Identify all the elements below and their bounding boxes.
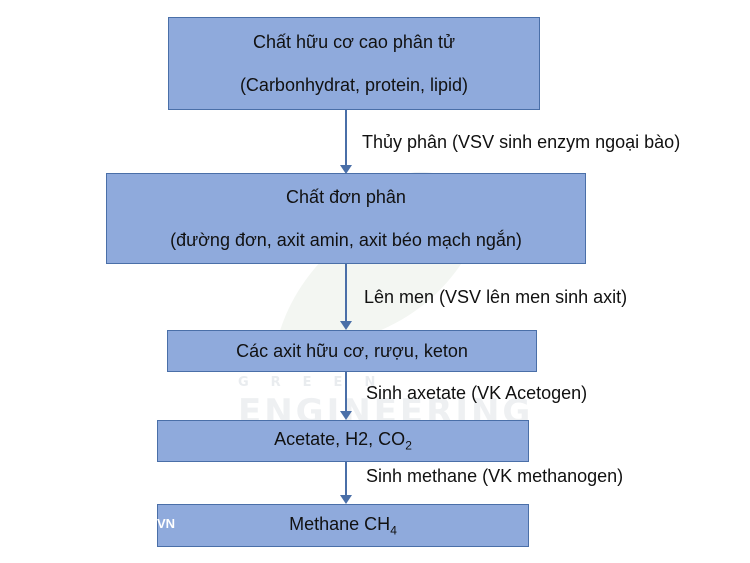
box-acetate-text: Acetate, H2, CO2 [274, 429, 412, 453]
step-fermentation: Lên men (VSV lên men sinh axit) [364, 287, 628, 307]
box-macromolecules-detail: (Carbonhydrat, protein, lipid) [239, 74, 469, 95]
arrow-1 [340, 110, 352, 174]
box-methane: Methane CH4 [157, 504, 529, 547]
box-monomers-title: Chất đơn phân [286, 186, 406, 207]
step-hydrolysis: Thủy phân (VSV sinh enzym ngoại bào) [362, 132, 681, 152]
arrow-4 [340, 462, 352, 504]
box-macromolecules-title: Chất hữu cơ cao phân tử [252, 31, 456, 52]
step-acetogenesis: Sinh axetate (VK Acetogen) [366, 383, 588, 403]
watermark-fragment: VN [157, 516, 176, 531]
arrow-3 [340, 372, 352, 420]
box-monomers: Chất đơn phân (đường đơn, axit amin, axi… [106, 173, 586, 264]
box-acetate: Acetate, H2, CO2 [157, 420, 529, 462]
box-monomers-detail: (đường đơn, axit amin, axit béo mạch ngắ… [170, 229, 522, 250]
step-methanogenesis: Sinh methane (VK methanogen) [366, 466, 624, 486]
arrow-2 [340, 264, 352, 330]
box-organic-acids: Các axit hữu cơ, rượu, keton [167, 330, 537, 372]
box-organic-acids-text: Các axit hữu cơ, rượu, keton [236, 340, 468, 361]
box-macromolecules: Chất hữu cơ cao phân tử (Carbonhydrat, p… [168, 17, 540, 110]
box-methane-text: Methane CH4 [289, 513, 397, 538]
